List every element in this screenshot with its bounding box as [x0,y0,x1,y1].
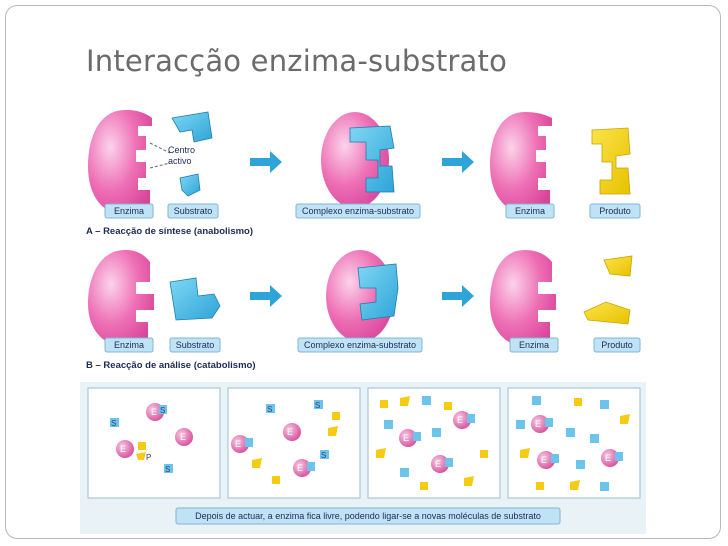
svg-text:S: S [321,451,326,460]
label-enzima-b1: Enzima [114,340,144,350]
svg-text:E: E [403,433,409,443]
svg-text:S: S [165,465,170,474]
label-enzima-a2: Enzima [515,206,545,216]
label-produto-a: Produto [599,206,631,216]
label-substrato-b: Substrato [176,340,215,350]
active-site-label-line2: activo [168,156,192,166]
panel-4 [507,387,641,499]
svg-text:E: E [287,427,293,437]
svg-text:E: E [535,419,541,429]
svg-text:S: S [111,419,116,428]
enzyme-shape [88,250,154,348]
svg-text:E: E [235,439,241,449]
caption-row-b: B – Reacção de análise (catabolismo) [86,360,255,371]
caption-row-a: A – Reacção de síntese (anabolismo) [86,226,253,237]
enzyme-shape [490,250,556,348]
panel-3-molecules: E E E [376,396,488,490]
panel-3 [367,387,501,499]
svg-text:E: E [435,459,441,469]
product-shape [591,127,631,195]
enzyme-shape [88,110,152,216]
enzyme-substrate-figure: Centro activo Enzima Substrato Complexo … [80,98,646,534]
panel-2-molecules: S S E E S E [231,400,340,484]
molecule-panels: E S S E P E S S S E E [80,382,646,534]
label-substrato-a: Substrato [174,206,213,216]
svg-text:E: E [297,463,303,473]
svg-text:S: S [267,405,272,414]
svg-text:S: S [160,406,165,415]
substrate-shape [171,111,213,197]
svg-text:E: E [541,455,547,465]
footer-caption: Depois de actuar, a enzima fica livre, p… [195,511,541,521]
svg-text:P: P [146,453,151,462]
label-produto-b: Produto [601,340,633,350]
label-enzima-a1: Enzima [114,206,144,216]
arrow-icon [250,285,282,307]
label-complex-b: Complexo enzima-substrato [304,340,416,350]
substrate-shape [169,277,221,321]
arrow-icon [442,285,474,307]
svg-text:E: E [151,407,157,417]
arrow-icon [442,151,474,173]
enzyme-substrate-complex [321,112,395,208]
panel-4-molecules: E E E [516,396,630,491]
footer-box [175,507,561,525]
product-shape [583,301,631,325]
panel-1-molecules: E S S E P E S [110,403,193,474]
active-site-label-line1: Centro [168,145,195,155]
svg-text:E: E [457,415,463,425]
slide-title: Interacção enzima-substrato [86,44,508,78]
label-complex-a: Complexo enzima-substrato [302,206,414,216]
enzyme-substrate-complex [326,250,399,342]
row-a: Centro activo Enzima Substrato Complexo … [86,110,641,237]
svg-text:E: E [605,453,611,463]
svg-text:E: E [120,444,126,454]
svg-text:S: S [315,401,320,410]
svg-text:E: E [180,432,186,442]
enzyme-shape [490,112,552,214]
row-b: Enzima Substrato Complexo enzima-substra… [86,250,641,371]
label-enzima-b2: Enzima [519,340,549,350]
arrow-icon [250,151,282,173]
product-shape [603,255,633,277]
